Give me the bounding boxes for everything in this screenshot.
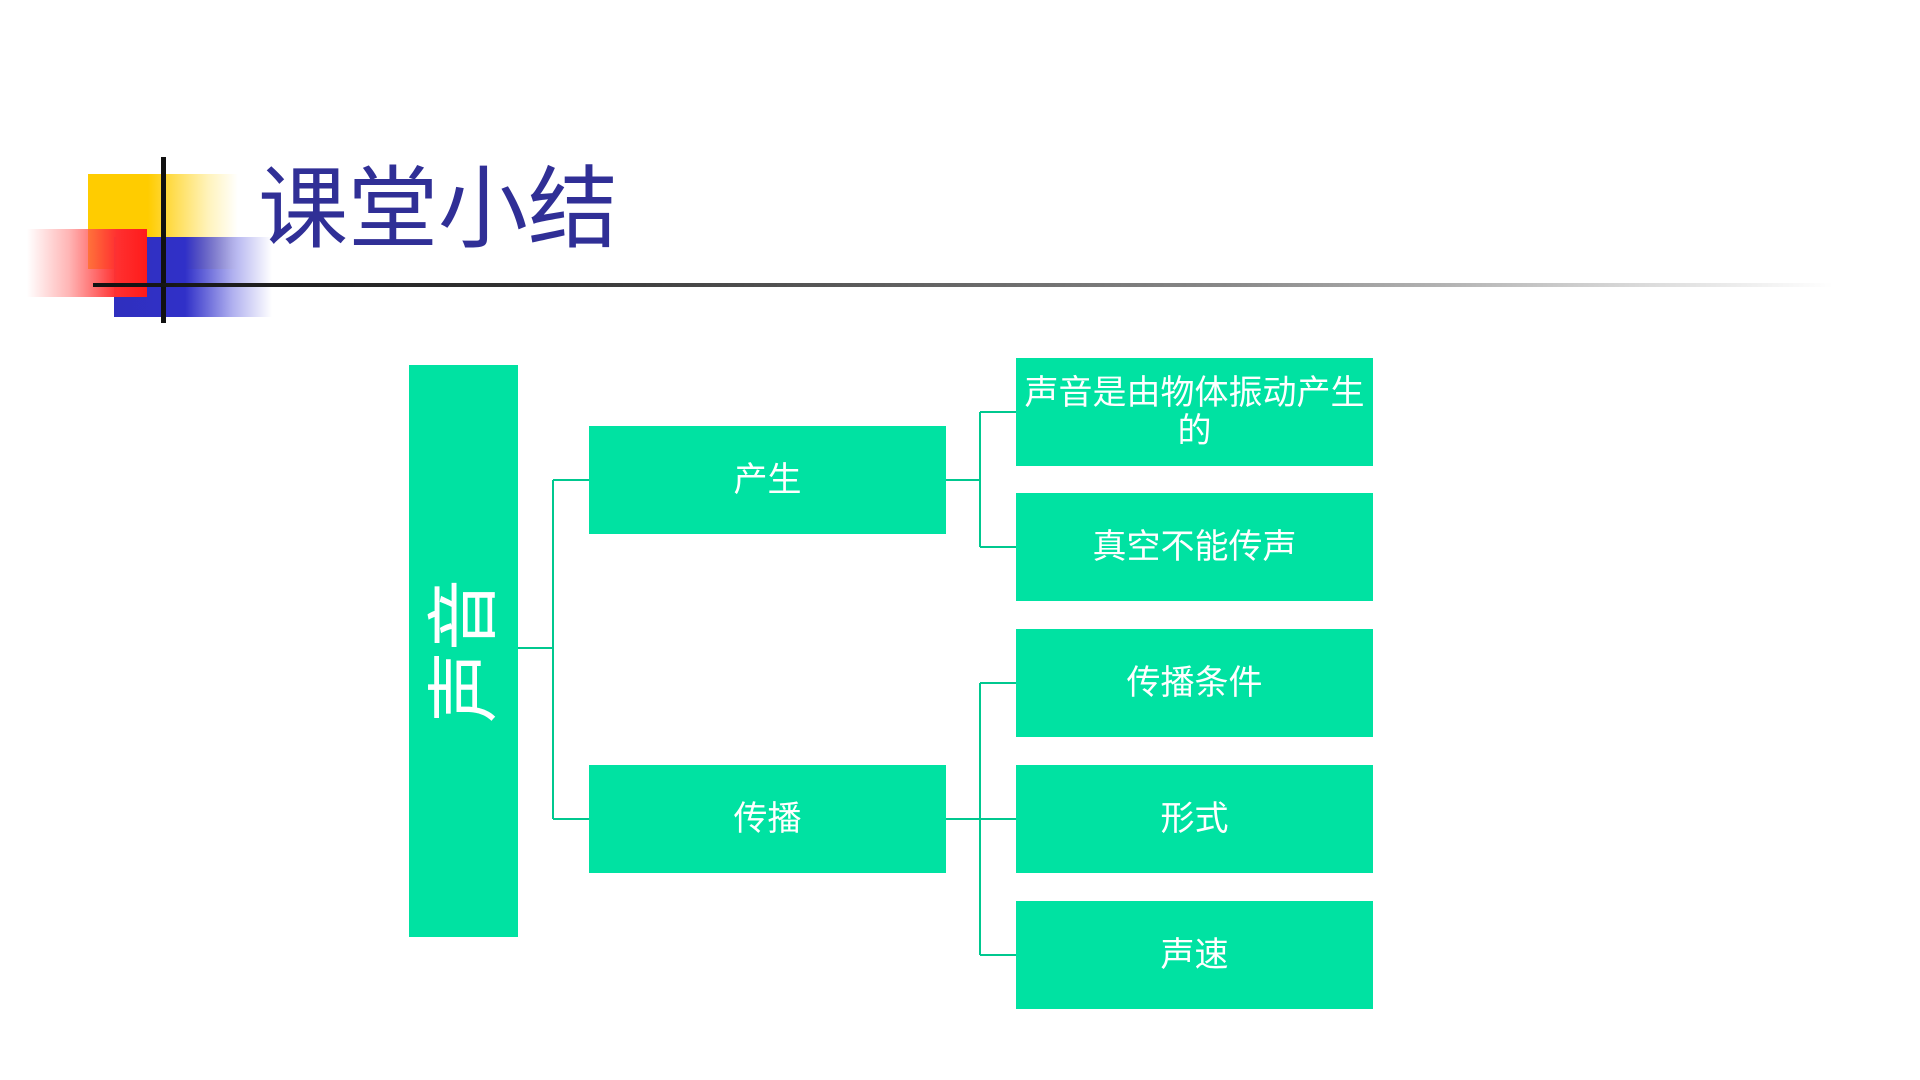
leaf-node-speed: 声速 bbox=[1016, 901, 1373, 1009]
leaf-node-label: 形式 bbox=[1160, 799, 1229, 839]
leaf-node-label: 传播条件 bbox=[1126, 663, 1263, 703]
slide-title: 课堂小结 bbox=[258, 157, 618, 262]
root-node: 声音 bbox=[409, 365, 518, 937]
branch-node-label: 传播 bbox=[733, 799, 802, 839]
title-underline bbox=[93, 283, 1833, 287]
leaf-node-vibration: 声音是由物体振动产生的 bbox=[1016, 358, 1373, 466]
leaf-node-label: 真空不能传声 bbox=[1092, 527, 1297, 567]
branch-node-propagation: 传播 bbox=[589, 765, 946, 873]
branch-node-production: 产生 bbox=[589, 426, 946, 534]
leaf-node-vacuum: 真空不能传声 bbox=[1016, 493, 1373, 601]
root-node-label: 声音 bbox=[421, 578, 506, 724]
leaf-node-label: 声音是由物体振动产生的 bbox=[1024, 373, 1365, 451]
decor-vertical-line bbox=[161, 157, 166, 323]
leaf-node-conditions: 传播条件 bbox=[1016, 629, 1373, 737]
leaf-node-form: 形式 bbox=[1016, 765, 1373, 873]
branch-node-label: 产生 bbox=[733, 460, 802, 500]
leaf-node-label: 声速 bbox=[1160, 935, 1229, 975]
